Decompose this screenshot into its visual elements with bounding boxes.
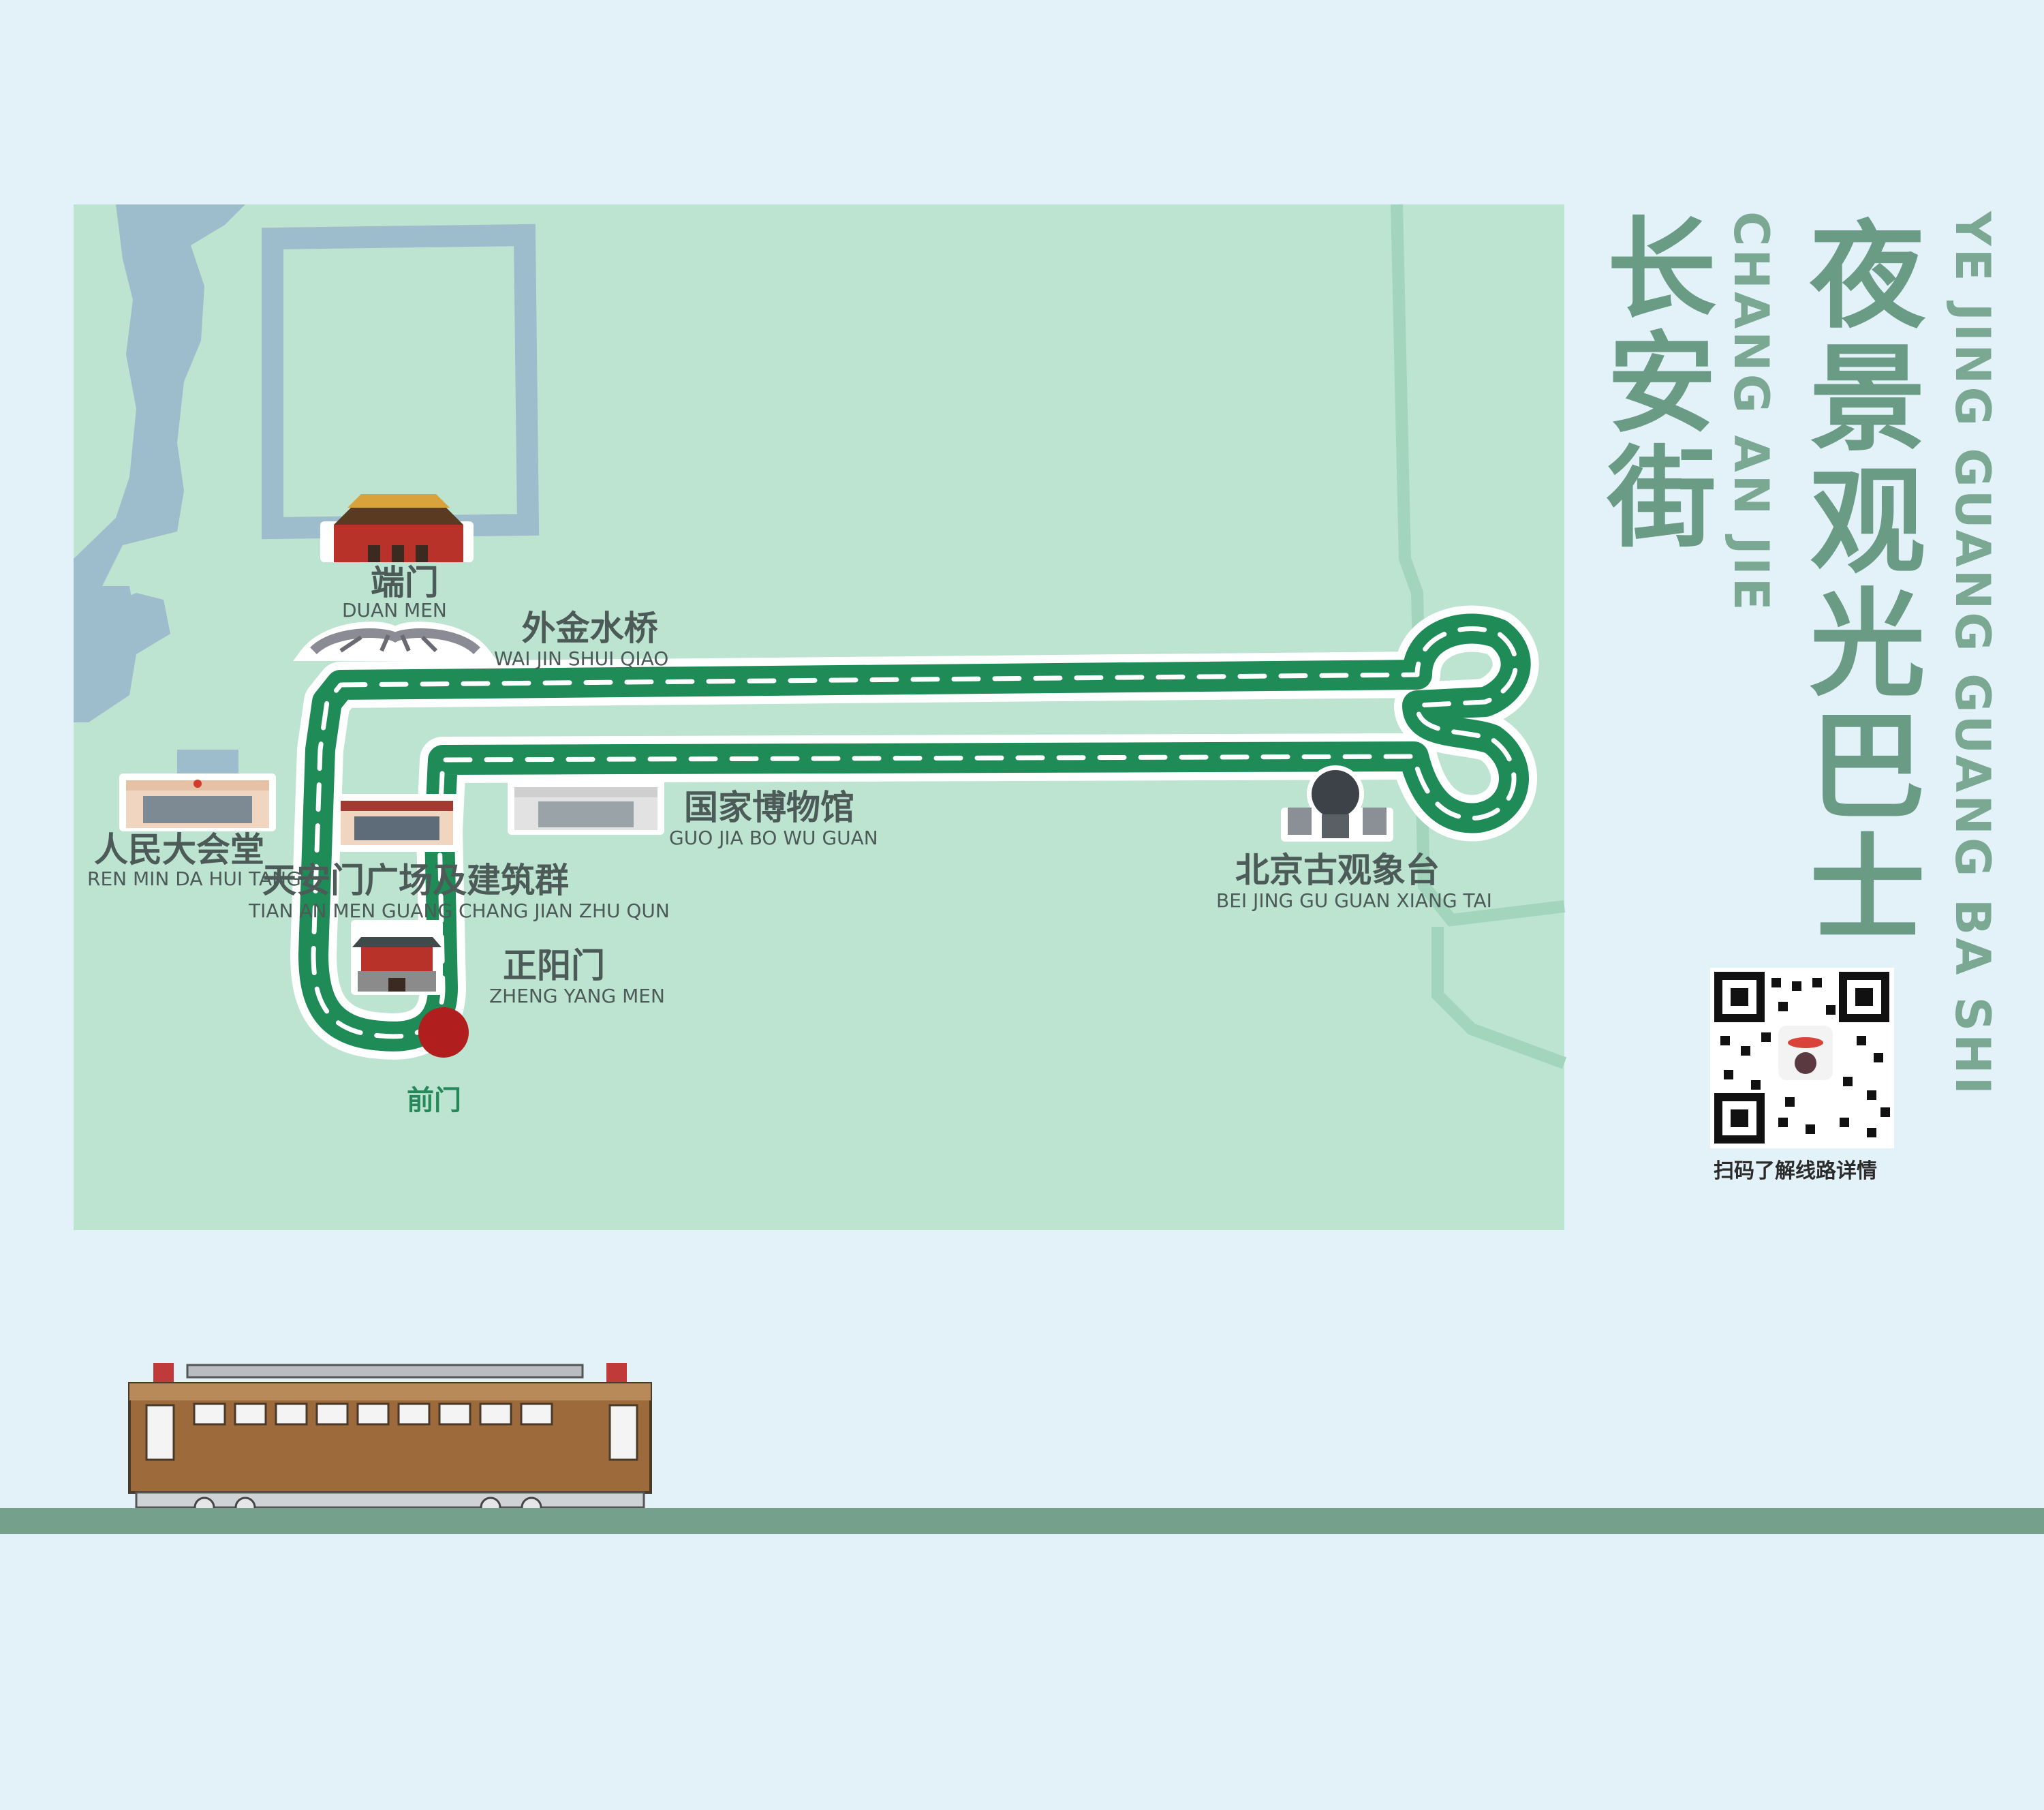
landmark-label-bei-jing-gu-guan-xiang-tai: 北京古观象台 BEI JING GU GUAN XIANG TAI <box>1216 853 1492 910</box>
landmark-label-guo-jia-bo-wu-guan: 国家博物馆 GUO JIA BO WU GUAN <box>669 791 878 848</box>
landmark-pinyin: GUO JIA BO WU GUAN <box>669 827 878 849</box>
title-chinese: 夜景观光巴士 <box>1789 215 1924 951</box>
street-pinyin: CHANG AN JIE <box>1723 211 1779 613</box>
moat <box>262 224 540 540</box>
landmark-name: 端门 <box>370 563 439 602</box>
zheng-yang-men-icon <box>351 920 443 995</box>
landmark-label-duan-men: 端门 DUAN MEN <box>342 563 447 620</box>
tram-icon <box>128 1363 652 1518</box>
tian-an-men-icon <box>334 794 460 852</box>
landmark-label-zheng-yang-men: 正阳门 ZHENG YANG MEN <box>489 949 665 1006</box>
map-panel <box>74 204 1564 1230</box>
landmark-pinyin: BEI JING GU GUAN XIANG TAI <box>1216 889 1492 912</box>
ren-min-da-hui-tang-icon <box>119 773 276 831</box>
qr-caption: 扫码了解线路详情 <box>1714 1159 1877 1183</box>
landmark-pinyin: TIAN AN MEN GUANG CHANG JIAN ZHU QUN <box>249 900 670 922</box>
wai-jin-shui-qiao-icon <box>292 622 498 661</box>
ground-track <box>0 1508 2044 1534</box>
landmark-label-ren-min-da-hui-tang: 人民大会堂 REN MIN DA HUI TANG <box>87 833 301 889</box>
landmark-name: 北京古观象台 <box>1235 850 1440 890</box>
bei-jing-gu-guan-xiang-tai-icon <box>1281 765 1393 842</box>
title-pinyin: YE JING GUANG GUANG BA SHI <box>1945 211 2000 1097</box>
landmark-label-wai-jin-shui-qiao: 外金水桥 WAI JIN SHUI QIAO <box>494 611 668 669</box>
landmark-label-tian-an-men: 天安门广场及建筑群 TIAN AN MEN GUANG CHANG JIAN Z… <box>249 863 670 921</box>
landmark-pinyin: DUAN MEN <box>342 599 447 622</box>
street-chinese: 长安街 <box>1589 211 1716 555</box>
bus-route <box>290 605 1539 1060</box>
landmark-name: 天安门广场及建筑群 <box>262 861 569 900</box>
landmark-name: 外金水桥 <box>521 609 658 648</box>
stop-label: 前门 <box>407 1085 461 1116</box>
landmark-pinyin: WAI JIN SHUI QIAO <box>494 647 669 670</box>
landmark-pinyin: ZHENG YANG MEN <box>489 985 665 1007</box>
landmark-pinyin: REN MIN DA HUI TANG <box>87 868 301 890</box>
landmark-name: 国家博物馆 <box>684 788 854 827</box>
landmark-name: 正阳门 <box>503 946 605 985</box>
guo-jia-bo-wu-guan-icon <box>508 777 664 835</box>
duan-men-icon <box>320 494 474 562</box>
landmark-name: 人民大会堂 <box>94 830 264 870</box>
qr-code[interactable] <box>1710 968 1894 1148</box>
stop-marker[interactable] <box>418 1007 469 1058</box>
